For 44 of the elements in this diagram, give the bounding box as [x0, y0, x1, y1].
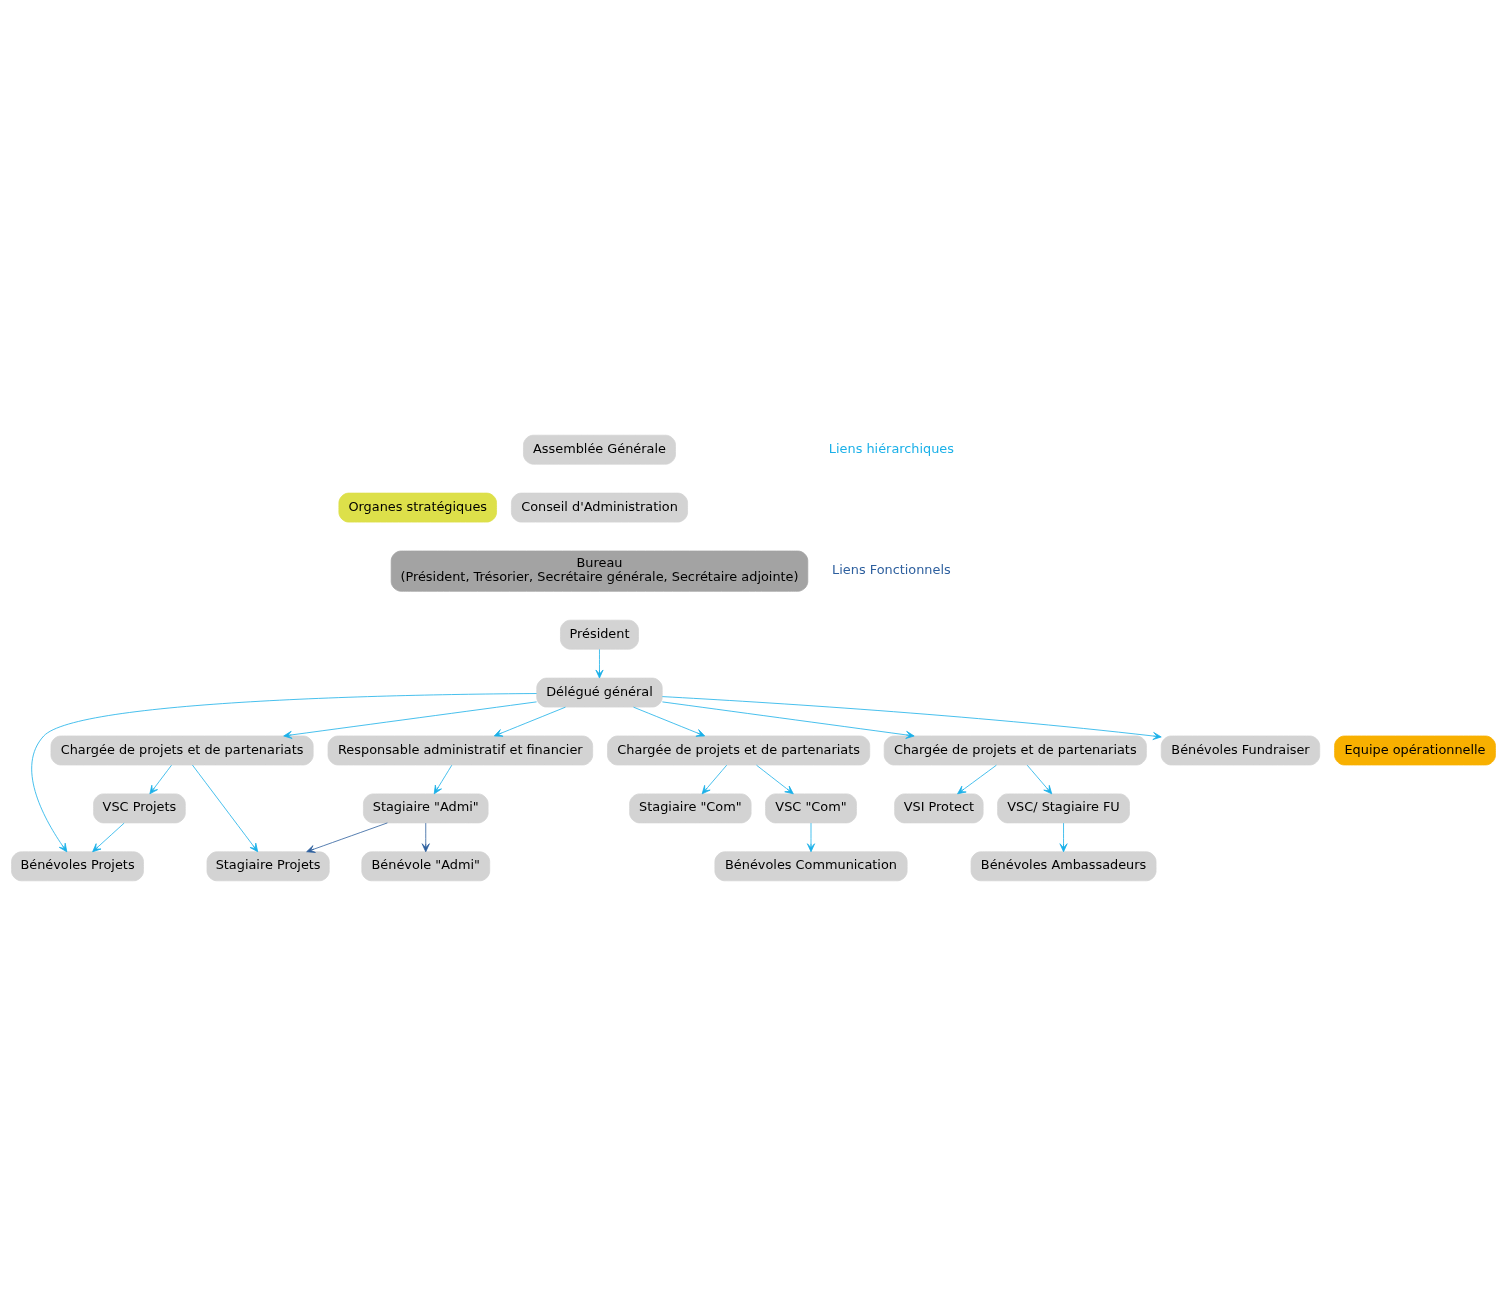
node-box: Stagiaire "Com" — [629, 793, 752, 824]
arrow — [662, 701, 915, 739]
node-box: Chargée de projets et de partenariats — [883, 735, 1147, 766]
legend-label: Liens Fonctionnels — [832, 562, 951, 578]
legend-label: Liens hiérarchiques — [828, 440, 954, 456]
arrow — [306, 822, 388, 853]
arrow — [493, 706, 566, 737]
arrow — [421, 822, 430, 853]
arrow — [192, 764, 259, 853]
arrow — [433, 764, 453, 795]
node-box: Chargée de projets et de partenariats — [607, 735, 871, 766]
node-box: VSC/ Stagiaire FU — [997, 793, 1130, 824]
arrow — [957, 764, 997, 795]
node-box: Chargée de projets et de partenariats — [50, 735, 314, 766]
arrow — [1026, 764, 1053, 795]
node-box: Conseil d'Administration — [511, 492, 688, 523]
node-box: Stagiaire "Admi" — [363, 793, 489, 824]
arrow — [756, 764, 794, 795]
arrow — [92, 822, 125, 853]
node-box: Bureau (Président, Trésorier, Secrétaire générale, Secrétaire adjointe) — [390, 550, 809, 592]
arrow — [633, 706, 706, 737]
node-box: VSC Projets — [93, 793, 186, 824]
arrow — [283, 701, 537, 739]
node-box: Responsable administratif et financier — [327, 735, 594, 766]
arrow — [31, 693, 537, 853]
arrow — [1059, 822, 1068, 853]
arrow — [662, 696, 1162, 740]
node-box: Equipe opérationnelle — [1334, 735, 1496, 766]
node-box: Bénévoles Projets — [11, 851, 144, 882]
node-box: Président — [560, 619, 639, 650]
arrow — [701, 764, 728, 795]
node-box: Bénévoles Ambassadeurs — [970, 851, 1157, 882]
node-box: Bénévoles Fundraiser — [1160, 735, 1321, 766]
node-box: VSC "Com" — [765, 793, 857, 824]
node-box: Organes stratégiques — [338, 492, 497, 523]
node-box: Stagiaire Projets — [206, 851, 330, 882]
arrow — [807, 822, 815, 853]
arrow — [149, 764, 172, 795]
arrow — [595, 649, 604, 679]
node-box: Bénévoles Communication — [714, 851, 908, 882]
node-box: Assemblée Générale — [523, 434, 676, 465]
node-box: Délégué général — [536, 677, 663, 708]
node-box: VSI Protect — [894, 793, 984, 824]
node-box: Bénévole "Admi" — [361, 851, 491, 882]
